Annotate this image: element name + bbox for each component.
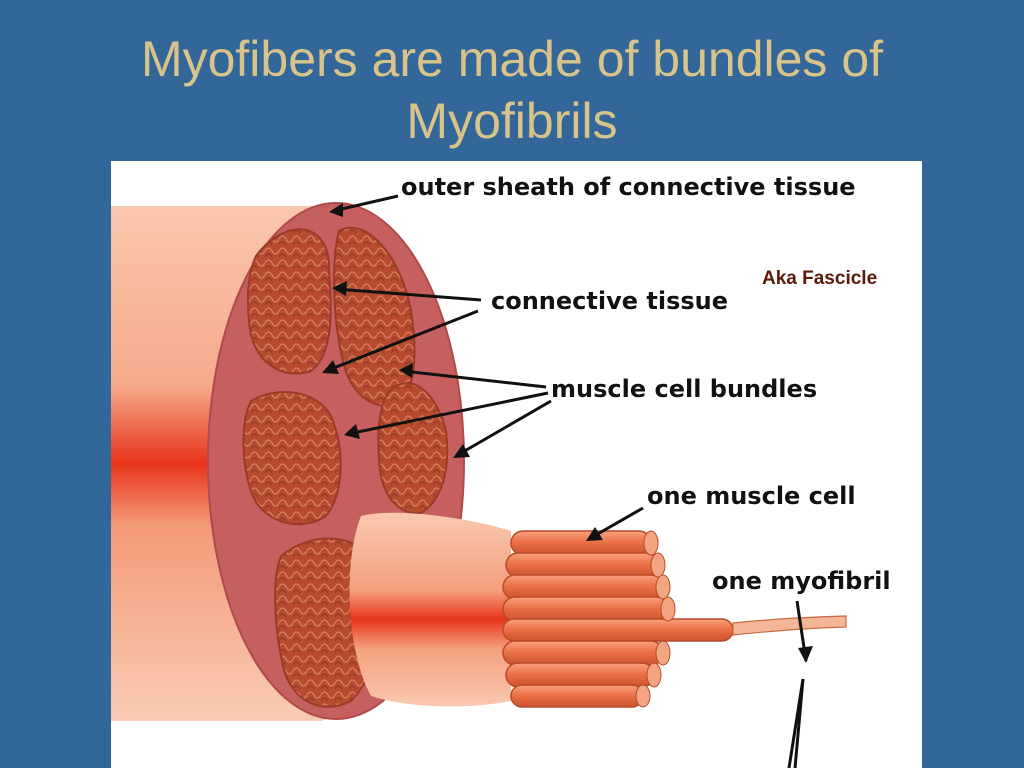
label-one-muscle-cell: one muscle cell <box>647 482 856 510</box>
bundle-middle-left <box>242 391 342 526</box>
myofibril-bundle <box>502 530 734 708</box>
slide-title: Myofibers are made of bundles of Myofibr… <box>0 28 1024 152</box>
myofibril-rod <box>502 640 664 666</box>
title-line-1: Myofibers are made of bundles of <box>140 31 884 87</box>
muscle-diagram: outer sheath of connective tissue connec… <box>111 161 922 768</box>
pointer-arrows <box>322 194 813 768</box>
myofibril-rod <box>505 552 659 578</box>
myofibril-rod <box>510 684 644 708</box>
title-line-2: Myofibrils <box>406 93 618 149</box>
label-one-myofibril: one myofibril <box>712 567 891 595</box>
myofibril-rod <box>502 596 669 622</box>
label-outer-sheath: outer sheath of connective tissue <box>401 173 856 201</box>
myofibril-rod <box>510 530 652 556</box>
bundle-top-left <box>246 228 332 375</box>
label-muscle-cell-bundles: muscle cell bundles <box>551 375 818 403</box>
rod-end <box>660 596 676 622</box>
myofibril-rod <box>502 574 664 600</box>
muscle-illustration <box>111 194 847 768</box>
rod-end <box>646 662 662 688</box>
rod-end <box>655 574 671 600</box>
rod-end <box>643 530 659 556</box>
myofibril-rod <box>505 662 655 688</box>
myofibril-rod <box>502 618 734 642</box>
rod-end <box>650 552 666 578</box>
annotation-aka-fascicle: Aka Fascicle <box>762 268 878 289</box>
rod-end <box>655 640 671 666</box>
muscle-cell <box>349 512 511 707</box>
single-myofibril <box>732 615 847 636</box>
label-connective-tissue: connective tissue <box>491 287 728 315</box>
rod-end <box>635 684 651 708</box>
